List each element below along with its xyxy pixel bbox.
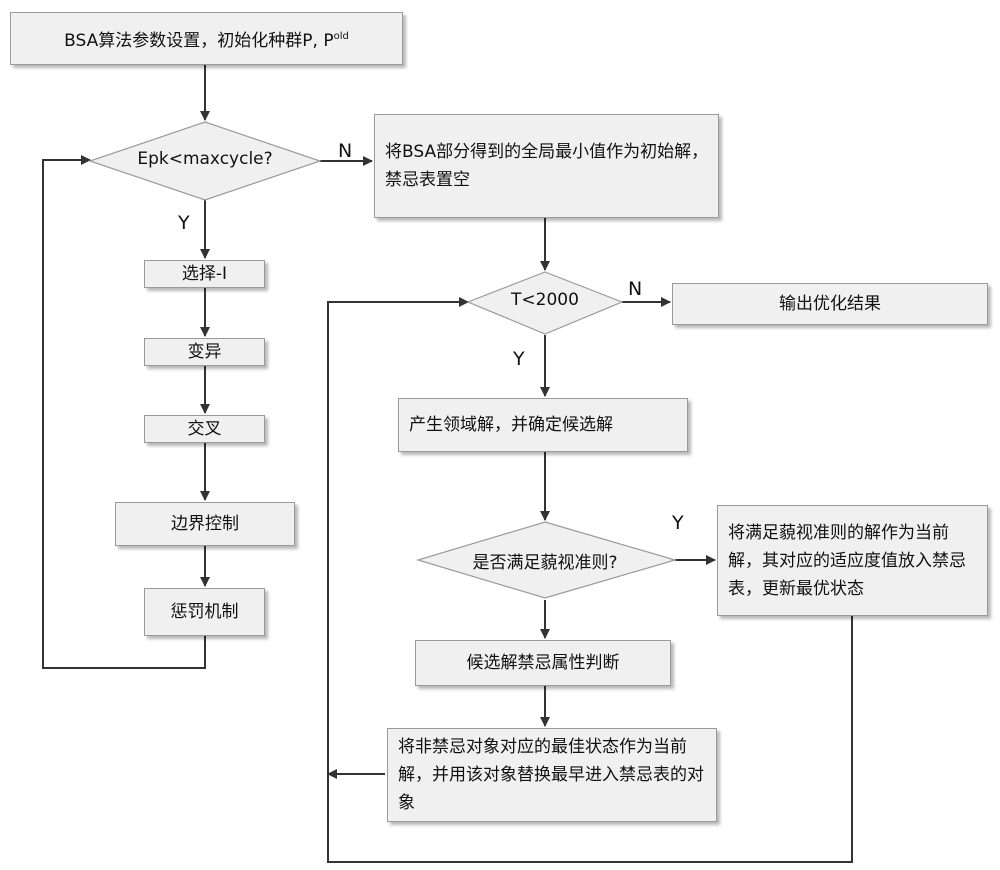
cond3-text: 是否满足藐视准则? — [472, 553, 618, 573]
init-box: BSA算法参数设置，初始化种群P, Pold — [10, 12, 403, 65]
cond2-no-label: N — [628, 278, 643, 300]
cond1-yes-label: Y — [178, 212, 190, 234]
init-text: BSA算法参数设置，初始化种群P, Pold — [64, 30, 349, 51]
loop-penalty-to-cond1 — [42, 155, 206, 669]
cond2-yes-label: Y — [513, 348, 525, 370]
neighbor-text: 产生领域解，并确定候选解 — [409, 415, 613, 435]
cond1-no-label: N — [338, 140, 353, 162]
aspiration-text: 将满足藐视准则的解作为当前解，其对应的适应度值放入禁忌表，更新最优状态 — [728, 522, 966, 599]
cond2-text: T<2000 — [511, 290, 579, 310]
replace-box: 将非禁忌对象对应的最佳状态作为当前解，并用该对象替换最早进入禁忌表的对象 — [387, 728, 717, 822]
mutate-box: 变异 — [144, 338, 265, 366]
neighbor-box: 产生领域解，并确定候选解 — [398, 398, 688, 452]
aspiration-box: 将满足藐视准则的解作为当前解，其对应的适应度值放入禁忌表，更新最优状态 — [717, 505, 988, 616]
init-solution-box: 将BSA部分得到的全局最小值作为初始解，禁忌表置空 — [374, 114, 719, 218]
cross-box: 交叉 — [144, 415, 265, 443]
cond3-yes-label: Y — [672, 512, 684, 534]
tabu-check-box: 候选解禁忌属性判断 — [415, 640, 671, 686]
decision-cond3-shape — [415, 521, 678, 599]
replace-text: 将非禁忌对象对应的最佳状态作为当前解，并用该对象替换最早进入禁忌表的对象 — [398, 737, 704, 813]
output-box: 输出优化结果 — [672, 283, 988, 325]
decision-cond2-shape — [466, 271, 624, 335]
decision-cond1-shape — [88, 121, 322, 201]
cond1-text: Epk<maxcycle? — [137, 149, 273, 169]
penalty-box: 惩罚机制 — [144, 588, 265, 636]
init-solution-text: 将BSA部分得到的全局最小值作为初始解，禁忌表置空 — [385, 142, 709, 190]
boundary-box: 边界控制 — [115, 502, 295, 546]
loop-back-to-cond2 — [327, 297, 853, 863]
select-box: 选择-I — [144, 260, 265, 288]
